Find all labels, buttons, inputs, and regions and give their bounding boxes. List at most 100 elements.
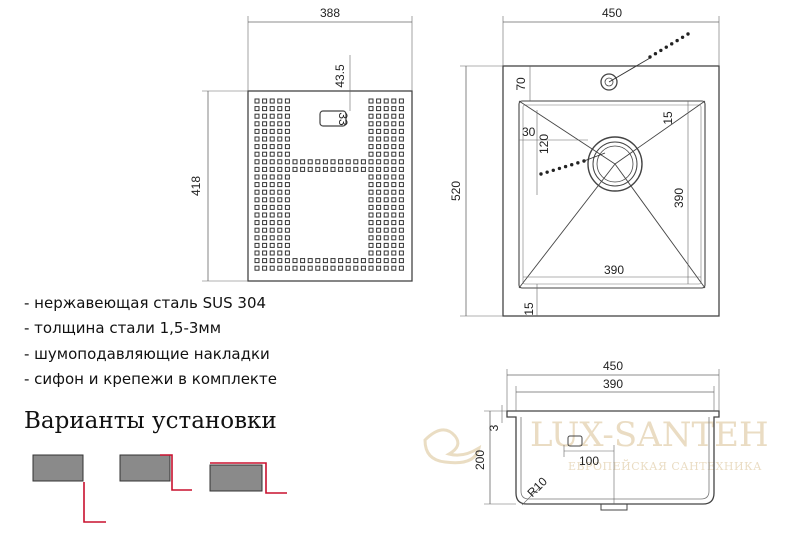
drain-section — [601, 504, 627, 510]
drain-hole — [399, 167, 403, 171]
drain-hole — [255, 190, 259, 194]
drain-hole — [270, 228, 274, 232]
drain-hole — [263, 107, 267, 111]
drain-hole — [399, 236, 403, 240]
drain-hole — [270, 107, 274, 111]
drain-hole — [285, 198, 289, 202]
drain-hole — [270, 183, 274, 187]
drain-hole — [255, 266, 259, 270]
drain-hole — [316, 266, 320, 270]
board-height-label: 418 — [189, 176, 203, 196]
drain-hole — [392, 221, 396, 225]
drain-hole — [255, 183, 259, 187]
drain-hole — [369, 167, 373, 171]
drain-hole — [278, 205, 282, 209]
drain-hole — [392, 107, 396, 111]
drain-hole — [270, 129, 274, 133]
drain-hole — [255, 107, 259, 111]
drain-hole — [255, 259, 259, 263]
drain-hole — [285, 114, 289, 118]
drain-hole — [392, 152, 396, 156]
drain-hole — [339, 160, 343, 164]
drain-hole — [369, 205, 373, 209]
drain-hole — [392, 243, 396, 247]
drain-hole — [384, 167, 388, 171]
drain-hole — [384, 175, 388, 179]
feature-item-thickness: - толщина стали 1,5-3мм — [24, 319, 221, 337]
drain-hole — [285, 99, 289, 103]
drain-hole — [377, 251, 381, 255]
drain-hole — [354, 167, 358, 171]
drain-hole — [278, 152, 282, 156]
feature-item-siphon: - сифон и крепежи в комплекте — [24, 370, 277, 388]
drain-hole — [384, 137, 388, 141]
flush-mount-icon — [210, 463, 287, 493]
drain-hole — [263, 129, 267, 133]
drain-hole — [384, 114, 388, 118]
drain-hole — [369, 228, 373, 232]
drain-hole — [270, 145, 274, 149]
drain-hole — [377, 137, 381, 141]
drain-hole — [278, 137, 282, 141]
drain-hole — [392, 167, 396, 171]
drain-position-label: 100 — [579, 454, 599, 468]
leader-dot — [654, 52, 657, 55]
drain-hole — [377, 175, 381, 179]
side-outer-width-label: 450 — [603, 359, 623, 373]
faucet-offset-label: 70 — [514, 77, 528, 91]
drain-hole — [255, 243, 259, 247]
drain-hole — [331, 259, 335, 263]
drain-hole — [399, 243, 403, 247]
drain-hole — [285, 213, 289, 217]
drain-hole — [270, 243, 274, 247]
leader-dot — [545, 170, 548, 173]
drain-hole — [392, 114, 396, 118]
overmount-icon — [33, 455, 106, 522]
drain-hole — [278, 114, 282, 118]
drain-hole — [346, 167, 350, 171]
leader-dot — [564, 165, 567, 168]
drain-hole — [377, 122, 381, 126]
drain-hole — [255, 160, 259, 164]
drain-hole — [369, 175, 373, 179]
drain-hole — [384, 213, 388, 217]
install-variants-title: Варианты установки — [24, 408, 277, 434]
drain-offset-x-label: 30 — [522, 125, 536, 139]
side-bowl-width-label: 390 — [603, 377, 623, 391]
drain-hole — [278, 228, 282, 232]
drain-hole — [278, 251, 282, 255]
drain-hole — [278, 122, 282, 126]
drain-hole — [278, 129, 282, 133]
drain-hole — [377, 129, 381, 133]
drain-hole — [308, 266, 312, 270]
drain-hole — [263, 190, 267, 194]
drain-hole — [270, 221, 274, 225]
drain-hole — [270, 122, 274, 126]
drain-leader-dots — [539, 159, 585, 175]
drain-hole — [369, 251, 373, 255]
drain-hole — [270, 198, 274, 202]
drain-hole — [308, 167, 312, 171]
board-width-label: 388 — [320, 6, 340, 20]
drain-hole — [392, 213, 396, 217]
drain-hole — [270, 175, 274, 179]
drain-hole — [399, 259, 403, 263]
drain-hole — [354, 160, 358, 164]
leader-dot — [659, 49, 662, 52]
drain-hole — [278, 107, 282, 111]
drain-hole — [399, 160, 403, 164]
undermount-icon — [120, 455, 192, 490]
drain-hole — [308, 259, 312, 263]
drain-hole — [278, 266, 282, 270]
drain-hole — [384, 107, 388, 111]
drain-hole — [263, 251, 267, 255]
drain-hole — [384, 152, 388, 156]
drain-hole — [399, 137, 403, 141]
drain-hole — [399, 198, 403, 202]
drain-hole — [301, 259, 305, 263]
drain-hole — [369, 259, 373, 263]
drain-hole — [369, 198, 373, 202]
drain-hole — [377, 213, 381, 217]
drain-hole — [278, 167, 282, 171]
drain-hole — [270, 259, 274, 263]
